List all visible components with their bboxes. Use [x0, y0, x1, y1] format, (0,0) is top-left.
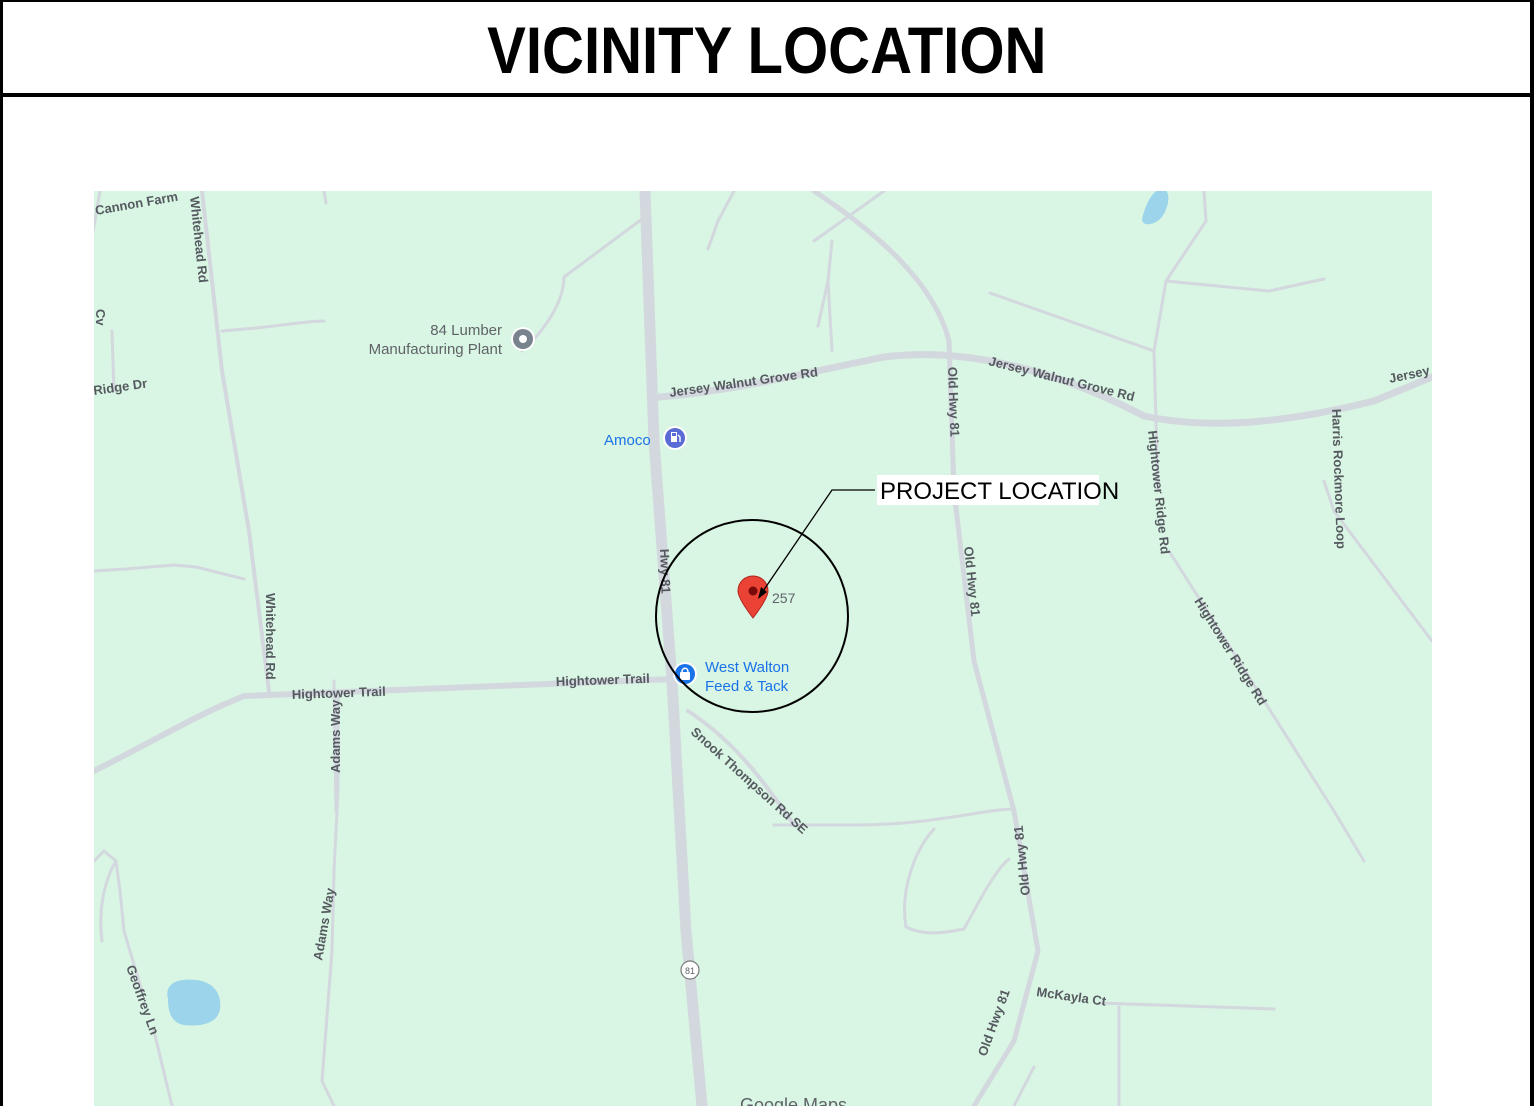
pin-dot-icon [511, 327, 535, 351]
map-background [94, 191, 1432, 1106]
pond-north [1142, 191, 1169, 225]
gas-station-icon [663, 426, 687, 450]
label-whitehead-mid: Whitehead Rd [263, 593, 278, 680]
major-roads [94, 191, 1432, 1106]
poi-84-lumber[interactable]: 84 Lumber Manufacturing Plant [369, 322, 535, 358]
road-whitehead [200, 191, 271, 693]
minor-roads [94, 191, 1432, 1106]
map-canvas: Cannon Farm Whitehead Rd Cv Ridge Dr Jer… [94, 191, 1432, 1106]
label-cv: Cv [94, 309, 108, 326]
svg-text:84 Lumber: 84 Lumber [430, 322, 502, 339]
label-old-hwy-81-lower: Old Hwy 81 [1011, 825, 1033, 896]
project-marker[interactable]: 257 [737, 575, 796, 619]
road-snook-thompson [686, 709, 796, 827]
project-callout: PROJECT LOCATION [655, 475, 1119, 713]
water-bodies [167, 191, 1169, 1026]
page-title: VICINITY LOCATION [487, 12, 1047, 87]
road-hightower-trail [94, 676, 677, 774]
project-circle [655, 519, 849, 713]
leader-line [760, 489, 875, 595]
svg-text:81: 81 [685, 966, 695, 976]
label-old-hwy-81-top: Old Hwy 81 [945, 367, 962, 438]
label-old-hwy-81-mid: Old Hwy 81 [961, 546, 983, 617]
marker-label: 257 [772, 590, 796, 606]
svg-text:West Walton: West Walton [705, 659, 789, 676]
label-harris-rockmore: Harris Rockmore Loop [1329, 409, 1349, 550]
label-adams-way-1: Adams Way [328, 699, 343, 773]
title-bar: VICINITY LOCATION [0, 0, 1534, 97]
label-hightower-left: Hightower Trail [292, 684, 386, 702]
map-pin-icon [737, 575, 769, 619]
svg-text:Amoco: Amoco [604, 432, 651, 449]
leader-arrow [758, 587, 767, 599]
label-hightower-right: Hightower Trail [556, 671, 650, 689]
poi-amoco[interactable]: Amoco [604, 426, 687, 450]
svg-text:Feed & Tack: Feed & Tack [705, 678, 789, 695]
road-adams-way [332, 689, 340, 873]
pond-southwest [167, 979, 221, 1026]
road-jersey-walnut-grove [655, 351, 1432, 427]
road-old-hwy-81 [811, 191, 1041, 1106]
svg-text:Manufacturing Plant: Manufacturing Plant [369, 341, 503, 358]
route-81-shield: 81 [680, 960, 700, 980]
vicinity-map[interactable]: Cannon Farm Whitehead Rd Cv Ridge Dr Jer… [94, 191, 1432, 1106]
map-attribution: Google Maps [740, 1095, 847, 1106]
callout-label: PROJECT LOCATION [880, 478, 1119, 505]
